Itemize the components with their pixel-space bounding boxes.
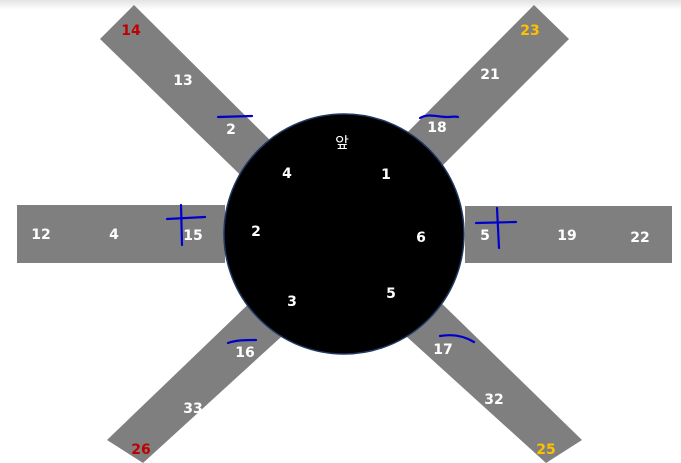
arm-label: 25 bbox=[536, 442, 555, 458]
pen-marks bbox=[165, 114, 518, 345]
center-hub bbox=[223, 113, 465, 355]
arm-upper-left bbox=[100, 5, 290, 192]
arm-label: 4 bbox=[109, 227, 119, 243]
arm-label: 2 bbox=[226, 122, 236, 138]
hub-number: 4 bbox=[282, 166, 292, 182]
window-top-shadow bbox=[0, 0, 681, 10]
arm-label: 18 bbox=[427, 120, 446, 136]
hub-number: 3 bbox=[287, 294, 297, 310]
arm-label: 22 bbox=[630, 230, 649, 246]
pen-mark-cross bbox=[495, 206, 501, 250]
arm-label: 21 bbox=[480, 67, 499, 83]
hub-front-label: 앞 bbox=[335, 134, 349, 152]
pen-mark-cross bbox=[474, 220, 518, 225]
pen-mark-dash bbox=[216, 114, 254, 119]
arm-label: 19 bbox=[557, 228, 576, 244]
arm-label: 16 bbox=[235, 345, 254, 361]
pen-mark-tilde bbox=[418, 114, 460, 120]
arm-right bbox=[465, 206, 672, 263]
arm-label: 26 bbox=[131, 442, 150, 458]
arm-label: 32 bbox=[484, 392, 503, 408]
arm-label: 17 bbox=[433, 342, 452, 358]
arm-lower-left bbox=[107, 293, 292, 463]
hub-number: 1 bbox=[381, 167, 391, 183]
arm-left bbox=[17, 205, 225, 263]
arm-label: 15 bbox=[183, 228, 202, 244]
arm-label: 23 bbox=[520, 23, 539, 39]
arm-label: 12 bbox=[31, 227, 50, 243]
hub-number: 5 bbox=[386, 286, 396, 302]
pen-mark-cross bbox=[179, 203, 184, 247]
arm-labels: 14 13 2 23 21 18 12 4 15 5 19 22 16 33 2… bbox=[31, 23, 649, 458]
arm-upper-right bbox=[382, 5, 569, 192]
hub-number: 2 bbox=[251, 224, 261, 240]
arm-label: 14 bbox=[121, 23, 141, 39]
hub-labels: 앞 4 1 2 6 3 5 bbox=[251, 134, 426, 311]
hub-number: 6 bbox=[416, 230, 426, 246]
arm-label: 13 bbox=[173, 73, 192, 89]
arm-label: 5 bbox=[480, 228, 490, 244]
arm-label: 33 bbox=[183, 401, 202, 417]
pen-mark-tilde bbox=[226, 338, 258, 345]
pen-mark-tilde bbox=[438, 334, 476, 344]
pen-mark-cross bbox=[165, 215, 207, 221]
